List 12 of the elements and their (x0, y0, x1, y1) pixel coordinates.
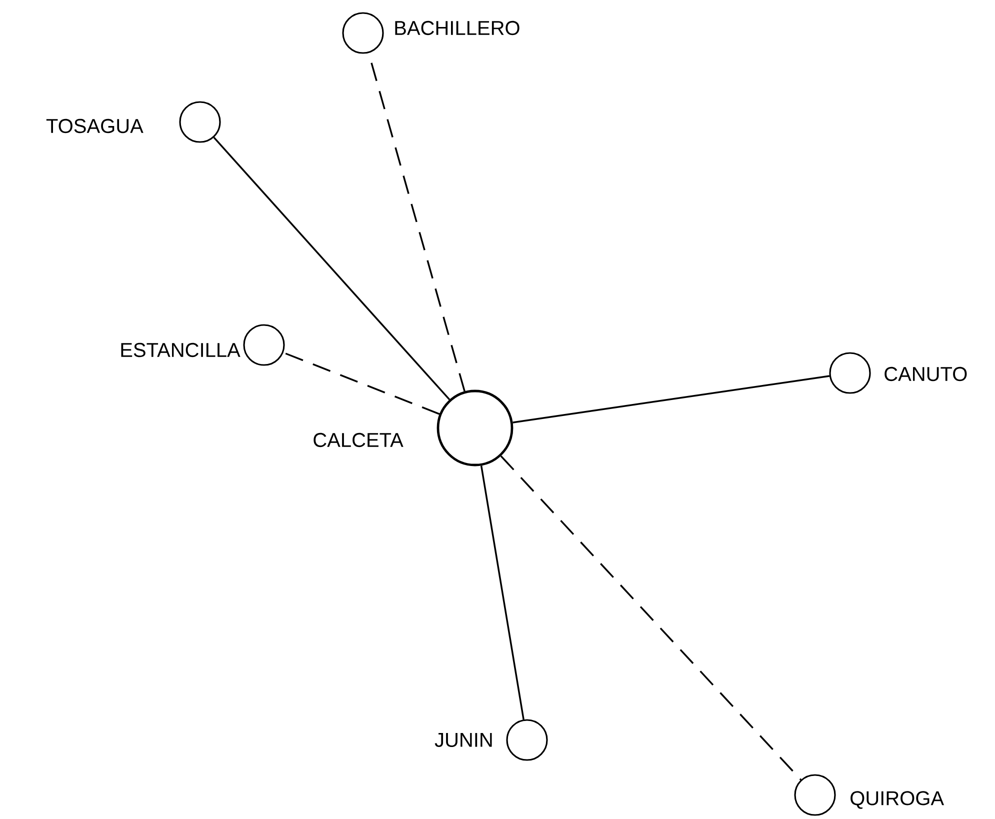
node-label: CALCETA (314, 432, 404, 448)
node-label: JUNIN (434, 733, 492, 747)
line (480, 466, 524, 720)
node-label: BACHILLERO (395, 20, 520, 36)
node-label: ESTANCILLA (121, 342, 240, 358)
node-label: QUIROGA (850, 791, 944, 809)
node-label: TOSAGUA (46, 118, 144, 134)
node-label: CANUTO (884, 366, 967, 382)
line (512, 375, 830, 424)
dashed-line (500, 455, 802, 780)
line (213, 136, 450, 400)
dashed-line (283, 352, 440, 415)
